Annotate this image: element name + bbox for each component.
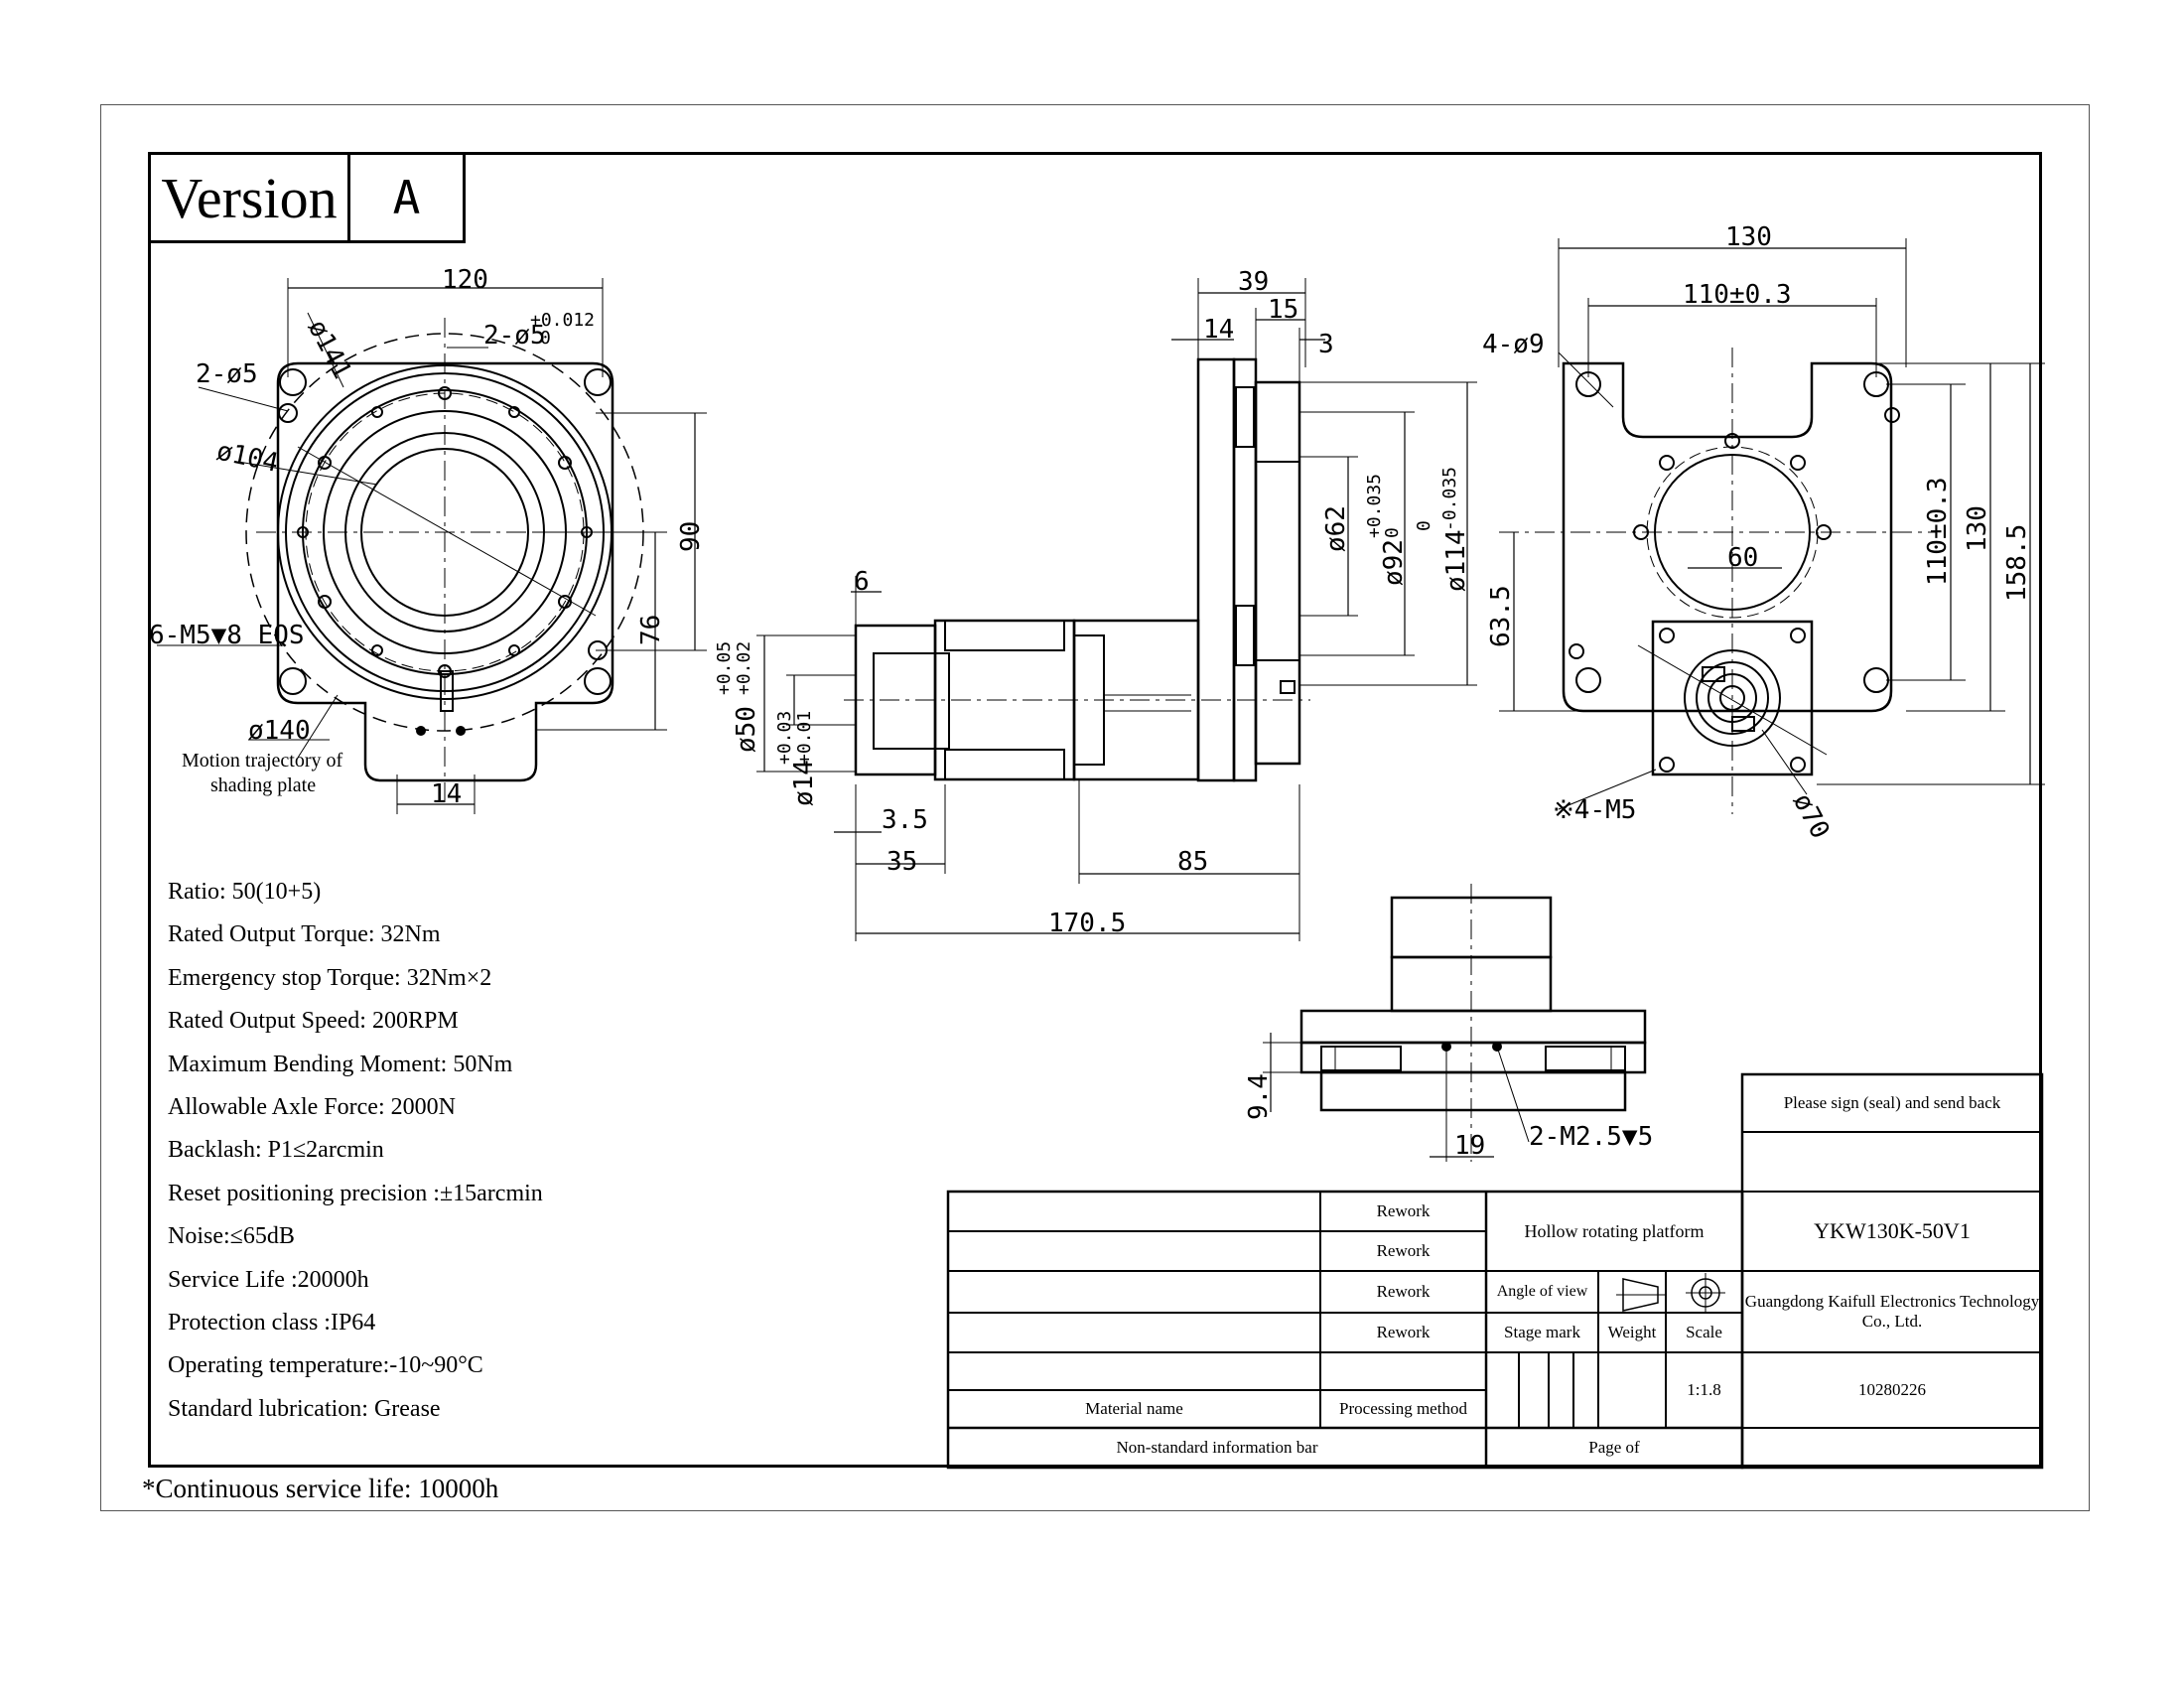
sign-note: Please sign (seal) and send back	[1783, 1093, 2001, 1113]
rear-holes-label: 4-ø9	[1482, 330, 1545, 359]
version-value: A	[392, 171, 421, 224]
product-name: Hollow rotating platform	[1524, 1220, 1705, 1241]
stage-mark-label: Stage mark	[1504, 1323, 1580, 1342]
rear-hole-pitch-label: 110±0.3	[1683, 280, 1792, 310]
model-number: YKW130K-50V1	[1814, 1218, 1971, 1244]
bottom-9-4-label: 9.4	[1244, 1073, 1274, 1120]
sheet-border	[100, 104, 2090, 1511]
shading-note-line2: shading plate	[210, 774, 316, 796]
angle-of-view-label: Angle of view	[1496, 1282, 1588, 1300]
rework-4: Rework	[1376, 1323, 1431, 1342]
spec-item: Reset positioning precision :±15arcmin	[168, 1180, 543, 1206]
drawing-frame	[148, 152, 2042, 1468]
front-height-76-label: 76	[636, 615, 666, 645]
shading-note-line1: Motion trajectory of	[182, 750, 343, 772]
side-view	[756, 278, 1477, 941]
rework-3: Rework	[1376, 1282, 1431, 1302]
side-14-label: 14	[1203, 315, 1234, 345]
weight-label: Weight	[1607, 1323, 1657, 1342]
rear-v130-label: 130	[1963, 505, 1992, 552]
side-shaft14-upper: +0.03	[774, 711, 795, 765]
rear-view	[1499, 238, 2045, 814]
spec-item: Service Life :20000h	[168, 1266, 369, 1293]
drawing-number: 10280226	[1858, 1380, 1926, 1400]
front-bore-label: ø104	[214, 437, 281, 479]
front-thread-note: 6-M5▼8 EQS	[149, 621, 305, 650]
footnote: *Continuous service life: 10000h	[142, 1474, 499, 1503]
spec-item: Backlash: P1≤2arcmin	[168, 1137, 384, 1164]
side-3-label: 3	[1318, 330, 1334, 359]
rework-1: Rework	[1376, 1201, 1431, 1221]
bottom-view	[1263, 884, 1647, 1162]
side-170-5-label: 170.5	[1048, 909, 1126, 938]
rear-v158-5-label: 158.5	[2002, 524, 2032, 602]
material-name-label: Material name	[1085, 1399, 1183, 1419]
scale-label: Scale	[1686, 1323, 1722, 1342]
spec-item: Operating temperature:-10~90°C	[168, 1352, 483, 1379]
front-height-90-label: 90	[676, 521, 706, 552]
spec-item: Noise:≤65dB	[168, 1223, 295, 1250]
side-15-label: 15	[1268, 295, 1298, 325]
title-block-grid	[946, 1072, 2044, 1470]
side-62-label: ø62	[1321, 505, 1351, 552]
spec-item: Emergency stop Torque: 32Nm×2	[168, 964, 492, 991]
front-flange-dia-label: ø140	[248, 716, 311, 746]
side-92-upper: +0.035	[1364, 474, 1385, 538]
side-114-label: ø114	[1441, 529, 1471, 592]
front-mount-holes-label: 2-ø5	[196, 359, 258, 389]
version-box: Version A	[148, 152, 466, 243]
side-114-upper: 0	[1414, 520, 1434, 531]
side-shaft14-lower: +0.01	[794, 711, 815, 765]
spec-item: Ratio: 50(10+5)	[168, 879, 322, 905]
rear-motor-square-label: 60	[1727, 543, 1758, 573]
side-114-lower: -0.035	[1439, 467, 1460, 531]
rework-2: Rework	[1376, 1241, 1431, 1261]
side-92-label: ø92	[1379, 539, 1409, 586]
side-shaft50-upper: +0.05	[714, 641, 735, 695]
bottom-19-label: 19	[1454, 1131, 1485, 1161]
bottom-thread-label: 2-M2.5▼5	[1529, 1122, 1653, 1152]
side-shaft14-label: ø14	[789, 760, 819, 806]
spec-item: Standard lubrication: Grease	[168, 1395, 441, 1422]
front-tab-width-label: 14	[431, 779, 462, 809]
spec-item: Rated Output Torque: 32Nm	[168, 921, 441, 948]
spec-item: Rated Output Speed: 200RPM	[168, 1008, 459, 1035]
rear-v110-label: 110±0.3	[1923, 477, 1953, 586]
processing-method-label: Processing method	[1339, 1399, 1467, 1419]
dimension-labels: 120 ø141 2-ø5 +0.012 0 2-ø5 ø104 90 76 6…	[149, 222, 2032, 1161]
rear-m5-label: ※4-M5	[1553, 795, 1636, 825]
front-square-label: 120	[442, 265, 488, 295]
front-pin-tol-lower: 0	[540, 328, 551, 349]
front-view	[157, 278, 707, 814]
side-39-label: 39	[1238, 267, 1269, 297]
rear-63-5-label: 63.5	[1486, 585, 1516, 647]
side-92-lower: 0	[1382, 527, 1403, 538]
company-name: Guangdong Kaifull Electronics Technology…	[1744, 1292, 2040, 1331]
side-6-label: 6	[854, 567, 870, 597]
spec-item: Protection class :IP64	[168, 1310, 376, 1336]
rear-square-label: 130	[1725, 222, 1772, 252]
side-85-label: 85	[1177, 847, 1208, 877]
front-pin-holes-label: 2-ø5	[483, 321, 546, 351]
side-35-label: 35	[887, 847, 917, 877]
front-pcd-label: ø141	[302, 315, 357, 383]
scale-value: 1:1.8	[1687, 1380, 1721, 1400]
front-pin-tol-upper: +0.012	[530, 310, 595, 331]
side-shaft50-lower: +0.02	[734, 641, 754, 695]
spec-list: Ratio: 50(10+5) Rated Output Torque: 32N…	[168, 871, 543, 1431]
non-standard-info-label: Non-standard information bar	[1116, 1438, 1318, 1458]
spec-item: Allowable Axle Force: 2000N	[168, 1094, 456, 1121]
side-shaft50-label: ø50	[732, 706, 761, 753]
rear-70-label: ø70	[1787, 788, 1836, 844]
side-3-5-label: 3.5	[882, 805, 928, 835]
version-label: Version	[151, 155, 350, 240]
spec-item: Maximum Bending Moment: 50Nm	[168, 1051, 513, 1077]
page-of-label: Page of	[1588, 1438, 1640, 1458]
